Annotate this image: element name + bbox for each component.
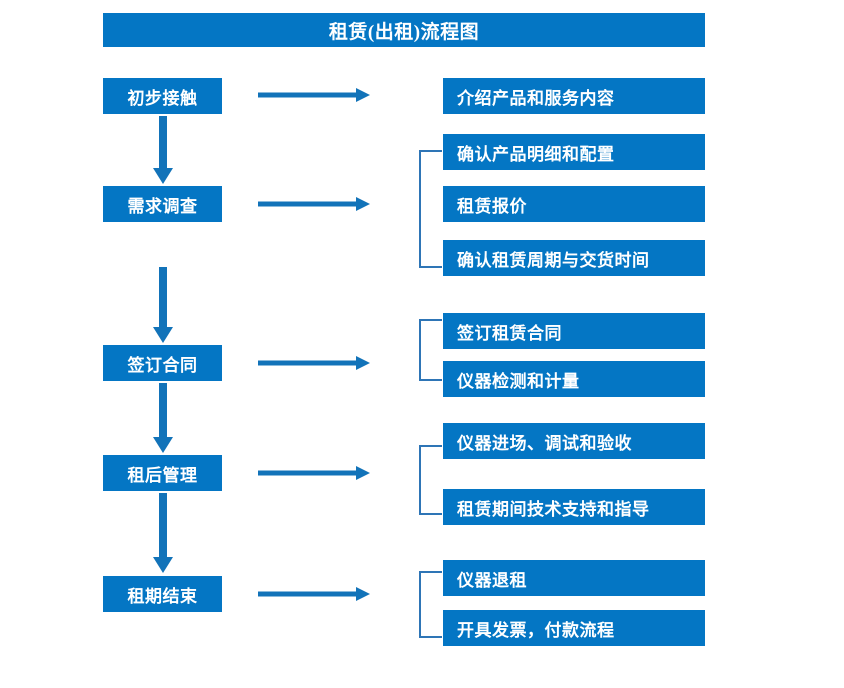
detail-box-instrument-test-metrology[interactable]: 仪器检测和计量	[443, 361, 705, 397]
arrow-right-icon-stage-5	[258, 585, 370, 603]
stage-box-lease-end[interactable]: 租期结束	[103, 576, 222, 612]
detail-box-confirm-lease-period-delivery[interactable]: 确认租赁周期与交货时间	[443, 240, 705, 276]
detail-box-instrument-return[interactable]: 仪器退租	[443, 560, 705, 596]
detail-box-instrument-entry-debug-acceptance[interactable]: 仪器进场、调试和验收	[443, 423, 705, 459]
arrow-down-icon-stage-4-to-5	[152, 493, 174, 573]
bracket-group-stage-3	[418, 319, 444, 381]
detail-box-invoice-payment-process[interactable]: 开具发票，付款流程	[443, 610, 705, 646]
arrow-right-icon-stage-4	[258, 464, 370, 482]
arrow-right-icon-stage-1	[258, 86, 370, 104]
arrow-right-icon-stage-3	[258, 354, 370, 372]
arrow-right-icon-stage-2	[258, 195, 370, 213]
detail-box-lease-period-tech-support[interactable]: 租赁期间技术支持和指导	[443, 489, 705, 525]
bracket-group-stage-4	[418, 445, 444, 515]
stage-box-post-lease-management[interactable]: 租后管理	[103, 455, 222, 491]
bracket-group-stage-5	[418, 571, 444, 638]
detail-box-lease-quotation[interactable]: 租赁报价	[443, 186, 705, 222]
stage-box-sign-contract[interactable]: 签订合同	[103, 345, 222, 381]
stage-box-requirement-survey[interactable]: 需求调查	[103, 186, 222, 222]
bracket-group-stage-2	[418, 150, 444, 268]
arrow-down-icon-stage-3-to-4	[152, 383, 174, 453]
stage-box-initial-contact[interactable]: 初步接触	[103, 78, 222, 114]
detail-box-sign-lease-contract[interactable]: 签订租赁合同	[443, 313, 705, 349]
arrow-down-icon-stage-2-to-3	[152, 267, 174, 343]
arrow-down-icon-stage-1-to-2	[152, 116, 174, 184]
detail-box-introduce-products-services[interactable]: 介绍产品和服务内容	[443, 78, 705, 114]
detail-box-confirm-product-spec-config[interactable]: 确认产品明细和配置	[443, 134, 705, 170]
flowchart-title-bar: 租赁(出租)流程图	[103, 13, 705, 47]
